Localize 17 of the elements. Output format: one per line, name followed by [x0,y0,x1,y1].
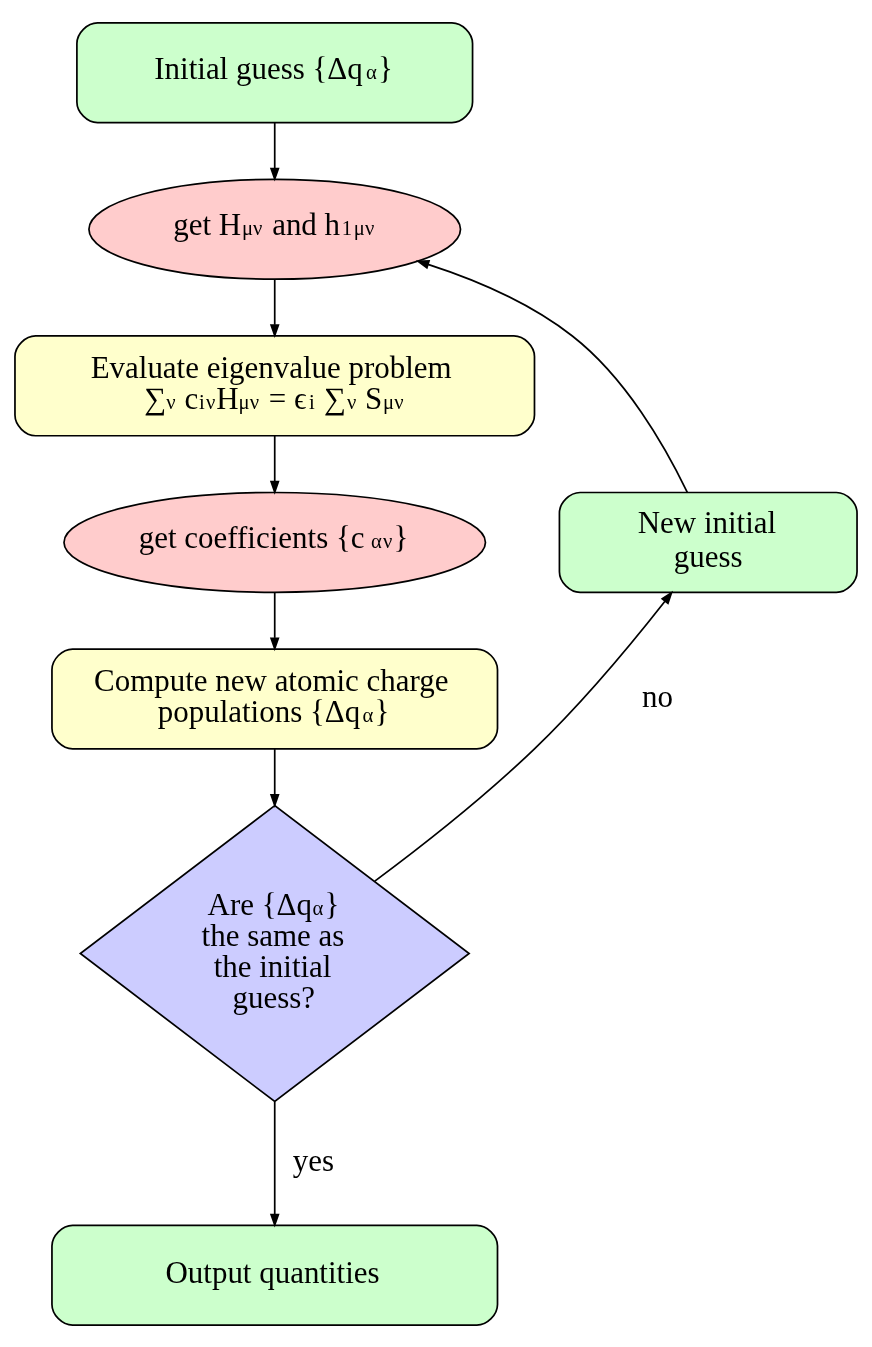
arrow [269,121,280,182]
node-box: Output quantities [51,1224,499,1326]
edge-label: yes [292,1142,335,1178]
node-box: Initial guess {Δqα} [76,21,474,123]
arrow [269,434,280,495]
node-box: Compute new atomic charge populations {Δqα} [51,647,499,750]
arrow [373,590,674,882]
arrow [415,259,689,493]
arrow [269,747,280,808]
node-ellipse: get Hμν and h1μν [88,178,462,280]
node-box: New initial guess [558,491,858,593]
node-box: Evaluate eigenvalue problem ∑ν ciνHμν = ϵi ∑ν Sμν [14,334,536,437]
arrow [269,278,280,338]
node-diamond: Are {Δqα} the same as the initial guess? [78,804,471,1103]
arrow [269,1100,280,1228]
edge-label: no [642,678,673,714]
arrow [269,591,280,651]
